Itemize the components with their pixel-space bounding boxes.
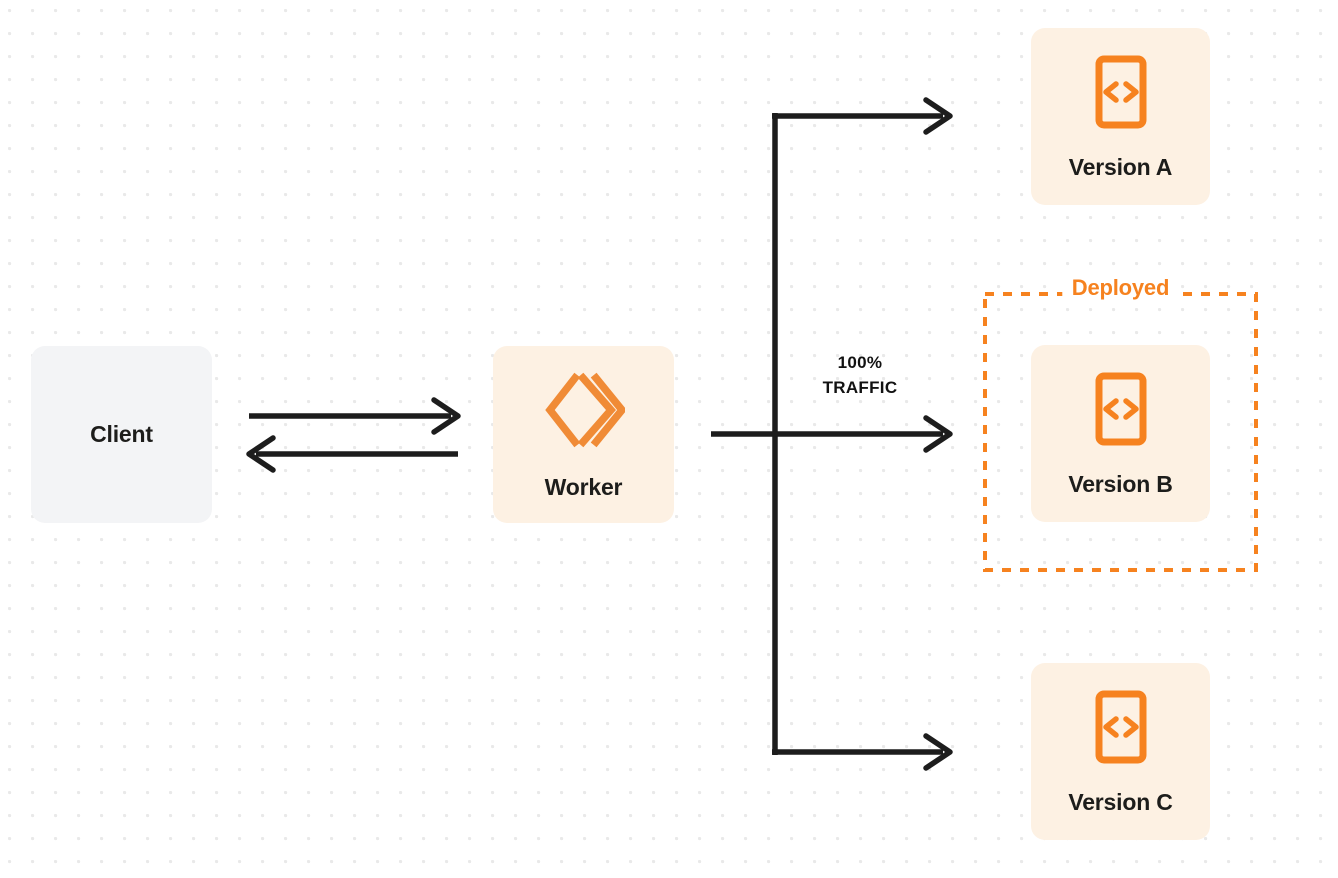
edge-client-to-worker [249, 397, 461, 435]
node-version-c-label: Version C [1068, 789, 1173, 815]
node-client[interactable]: Client [31, 346, 212, 523]
deployed-group-label: Deployed [1061, 277, 1180, 299]
edge-worker-to-version-a [772, 97, 953, 135]
deployed-dashed-border [983, 292, 1258, 572]
traffic-percent: 100% [837, 353, 883, 372]
node-version-b[interactable]: Version B [1031, 345, 1210, 522]
deployed-group-frame: Deployed [983, 277, 1258, 572]
edge-worker-to-version-c [772, 733, 953, 771]
code-file-icon [1090, 371, 1152, 452]
node-worker[interactable]: Worker [493, 346, 674, 523]
edge-worker-to-client [246, 435, 458, 473]
traffic-label: 100% TRAFFIC [784, 351, 936, 400]
code-file-icon [1090, 54, 1152, 135]
workers-logo-icon [543, 371, 627, 454]
node-version-a-label: Version A [1068, 154, 1173, 180]
traffic-unit: TRAFFIC [822, 377, 898, 397]
node-version-a[interactable]: Version A [1031, 28, 1210, 205]
node-version-c[interactable]: Version C [1031, 663, 1210, 840]
node-worker-label: Worker [544, 473, 623, 500]
edge-worker-to-version-b [711, 415, 953, 453]
code-file-icon [1090, 689, 1152, 770]
node-client-label: Client [90, 421, 153, 447]
node-version-b-label: Version B [1068, 471, 1173, 497]
